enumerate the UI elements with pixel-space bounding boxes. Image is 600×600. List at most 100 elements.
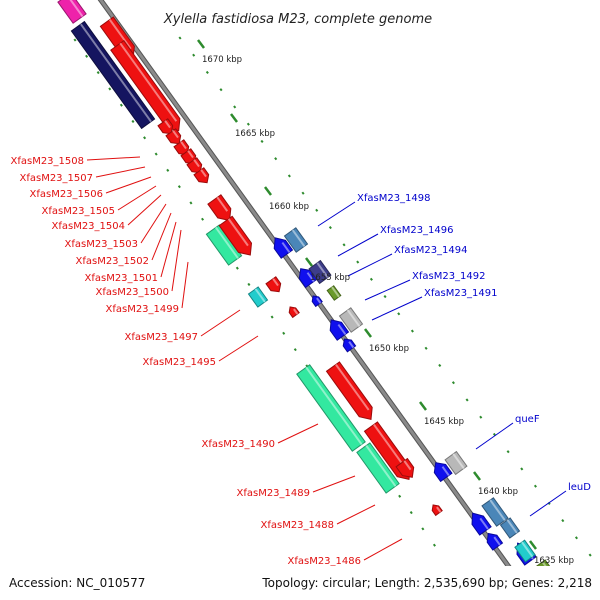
- tick-dot-inner: [293, 348, 297, 352]
- tick-dot-inner: [177, 185, 181, 189]
- gene-feature: [218, 215, 253, 256]
- gene-feature: [157, 118, 174, 135]
- leader-line: [363, 538, 403, 561]
- leader-line: [364, 279, 411, 301]
- tick-dot-inner: [235, 266, 239, 270]
- gene-feature-highlight: [441, 466, 450, 477]
- gene-label: XfasM23_1498: [357, 193, 431, 204]
- tick-dot-outer: [233, 105, 237, 109]
- leader-line: [337, 233, 379, 257]
- gene-feature-highlight: [479, 517, 489, 530]
- gene-feature-highlight: [215, 226, 239, 259]
- gene-feature: [186, 157, 203, 174]
- gene-label: XfasM23_1507: [19, 173, 93, 184]
- gene-feature-highlight: [346, 309, 361, 327]
- tick-dot-outer: [342, 243, 346, 247]
- leader-line: [371, 296, 423, 321]
- leader-line: [151, 212, 172, 261]
- tick-dot-inner: [108, 87, 112, 91]
- tick-dot-inner: [432, 543, 436, 547]
- leader-line: [347, 253, 393, 277]
- leader-line: [475, 422, 514, 450]
- gene-label: XfasM23_1489: [236, 488, 310, 499]
- accession-text: Accession: NC_010577: [9, 576, 145, 590]
- kbp-label: 1660 kbp: [269, 202, 309, 212]
- gene-feature-highlight: [506, 519, 518, 534]
- tick-dot-outer: [287, 174, 291, 178]
- tick-dot-inner: [73, 38, 77, 42]
- gene-feature: [165, 128, 182, 145]
- tick-dot-outer: [438, 363, 442, 368]
- tick-dot-outer: [383, 294, 387, 299]
- gene-feature: [273, 237, 294, 259]
- tick-dot-outer: [451, 381, 455, 385]
- leader-line: [117, 185, 157, 211]
- gene-label: leuD: [568, 482, 591, 493]
- tick-dot-inner: [270, 315, 274, 319]
- topology-text: Topology: circular; Length: 2,535,690 bp…: [261, 576, 592, 590]
- gene-feature-highlight: [254, 288, 266, 303]
- leader-line: [529, 490, 567, 517]
- gene-feature: [395, 457, 415, 478]
- gene-feature-highlight: [293, 308, 299, 315]
- gene-label: XfasM23_1486: [287, 556, 361, 567]
- tick-dot-inner: [154, 152, 158, 156]
- footer-bar: [0, 566, 600, 600]
- tick-dot-inner: [398, 494, 402, 498]
- gene-label: XfasM23_1505: [41, 206, 115, 217]
- gene-label: XfasM23_1494: [394, 245, 468, 256]
- kbp-label: 1670 kbp: [202, 55, 242, 65]
- gene-feature-highlight: [337, 323, 347, 335]
- gene-feature: [356, 442, 400, 494]
- gene-feature: [193, 167, 210, 184]
- tick-dot-inner: [85, 54, 89, 58]
- gene-feature: [311, 295, 323, 308]
- leader-line: [127, 194, 162, 226]
- gene-feature-highlight: [187, 150, 194, 159]
- genome-title: Xylella fastidiosa M23, complete genome: [163, 12, 432, 27]
- leader-line: [336, 504, 376, 525]
- gene-feature-highlight: [291, 229, 306, 247]
- tick-dot-outer: [561, 519, 565, 523]
- gene-label: XfasM23_1488: [260, 520, 334, 531]
- gene-feature-highlight: [331, 286, 340, 298]
- gene-label: XfasM23_1508: [10, 156, 84, 167]
- gene-label: XfasM23_1491: [424, 288, 498, 299]
- kbp-label: 1645 kbp: [424, 417, 464, 427]
- leader-line: [86, 156, 141, 161]
- gene-feature-highlight: [164, 120, 171, 129]
- tick-dot-outer: [301, 191, 305, 195]
- gene-feature-highlight: [69, 0, 84, 18]
- gene-feature: [70, 20, 156, 130]
- gene-label: XfasM23_1502: [75, 256, 149, 267]
- gene-feature-highlight: [348, 341, 355, 349]
- kbp-major-tick: [473, 471, 481, 481]
- tick-dot-outer: [533, 484, 537, 488]
- tick-dot-outer: [356, 260, 360, 264]
- gene-feature-highlight: [306, 272, 315, 283]
- gene-feature: [486, 532, 504, 551]
- gene-feature: [308, 259, 332, 285]
- gene-feature-highlight: [335, 363, 370, 411]
- gene-feature: [296, 364, 366, 452]
- tick-dot-inner: [189, 201, 193, 205]
- tick-dot-inner: [282, 331, 286, 335]
- gene-feature-highlight: [365, 445, 397, 487]
- tick-dot-outer: [410, 329, 414, 333]
- gene-layer: [57, 0, 556, 581]
- gene-feature: [283, 227, 309, 253]
- gene-label: XfasM23_1490: [201, 439, 275, 450]
- gene-label: XfasM23_1503: [64, 239, 138, 250]
- gene-feature: [444, 450, 468, 476]
- tick-dot-outer: [328, 226, 332, 230]
- kbp-label: 1635 kbp: [534, 556, 574, 566]
- leader-line: [277, 423, 319, 444]
- gene-feature: [499, 517, 521, 539]
- tick-dot-outer: [178, 36, 182, 40]
- leader-line: [218, 335, 259, 362]
- tick-dot-outer: [574, 536, 578, 540]
- gene-feature-highlight: [489, 499, 506, 521]
- gene-feature-highlight: [119, 42, 178, 122]
